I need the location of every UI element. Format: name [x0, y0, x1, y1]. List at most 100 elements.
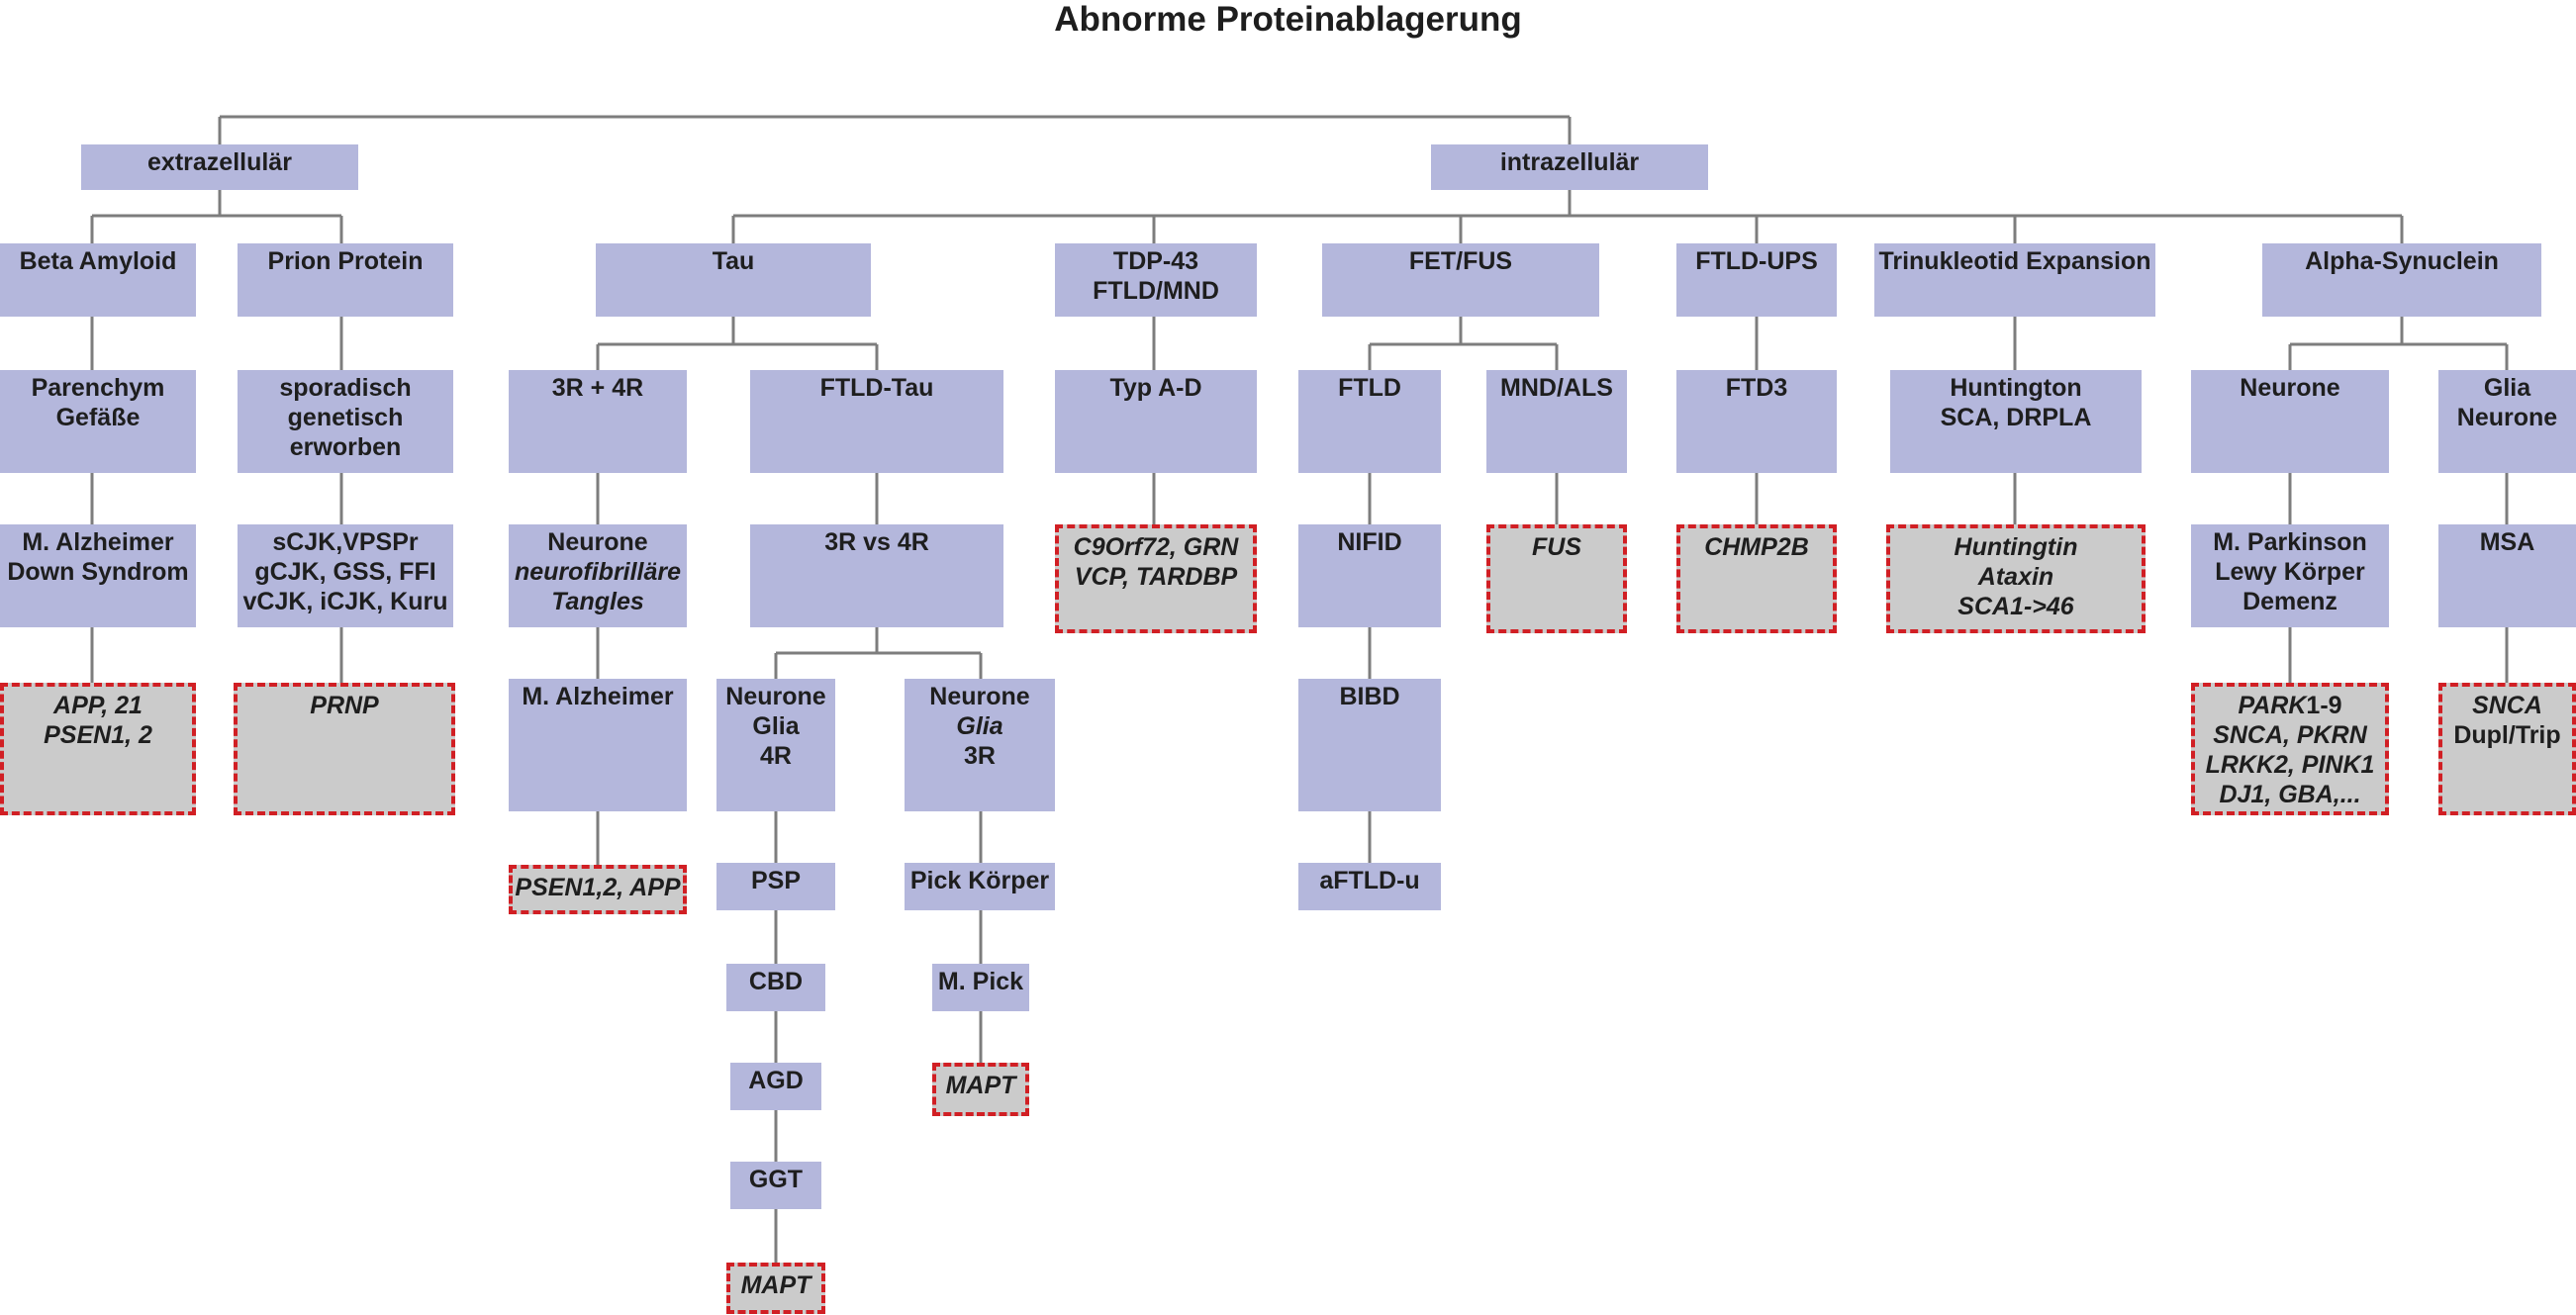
node-label-line: PARK1-9: [2195, 691, 2385, 720]
agd-node: AGD: [730, 1063, 821, 1110]
node-label-line: Down Syndrom: [0, 557, 196, 587]
node-label-text: FTLD-UPS: [1695, 247, 1818, 275]
node-label-text: vCJK, iCJK, Kuru: [242, 588, 448, 615]
node-label-line: MAPT: [730, 1270, 821, 1300]
node-label-line: CBD: [726, 967, 825, 996]
node-label-line: Neurone: [509, 527, 687, 557]
node-label-text: M. Alzheimer: [522, 683, 674, 710]
cbd-node: CBD: [726, 964, 825, 1011]
node-label-text: LRKK2, PINK1: [2205, 751, 2375, 779]
node-label-line: Neurone: [905, 682, 1055, 711]
node-label-line: Lewy Körper: [2191, 557, 2389, 587]
extrazellular-branch-lines: [90, 190, 343, 243]
node-label-text: neurofibrilläre: [514, 558, 682, 586]
alpha-synuclein-node: Alpha-Synuclein: [2262, 243, 2541, 317]
node-label-text: SNCA, PKRN: [2213, 721, 2367, 749]
node-label-text: extrazellulär: [147, 148, 292, 176]
node-label-text: Neurone: [929, 683, 1030, 710]
node-label-text: MSA: [2479, 528, 2535, 556]
node-label-line: M. Alzheimer: [509, 682, 687, 711]
node-label-line: 3R + 4R: [509, 373, 687, 403]
node-label-text: APP, 21: [53, 692, 143, 719]
node-label-line: Tangles: [509, 587, 687, 616]
node-label-line: NIFID: [1298, 527, 1441, 557]
node-label-text: SCA1->46: [1957, 593, 2074, 620]
node-label-line: Typ A-D: [1055, 373, 1257, 403]
node-label-line: 3R vs 4R: [750, 527, 1003, 557]
node-label-text: Dupl/Trip: [2453, 721, 2561, 749]
node-label-line: SNCA: [2442, 691, 2572, 720]
node-label-line: M. Parkinson: [2191, 527, 2389, 557]
node-label-line: LRKK2, PINK1: [2195, 750, 2385, 780]
node-label-text: Neurone: [547, 528, 648, 556]
m-alzheimer-node: M. Alzheimer: [509, 679, 687, 811]
diagram-title: Abnorme Proteinablagerung: [1054, 0, 1522, 39]
node-label-text: PRNP: [310, 692, 379, 719]
node-label-line: SNCA, PKRN: [2195, 720, 2385, 750]
pick-korper-node: Pick Körper: [905, 863, 1055, 910]
node-label-line: Demenz: [2191, 587, 2389, 616]
node-label-line: PSEN1, 2: [4, 720, 192, 750]
aftld-u-node: aFTLD-u: [1298, 863, 1441, 910]
node-label-line: SCA1->46: [1890, 592, 2142, 621]
ftd3-node: FTD3: [1676, 370, 1837, 473]
node-label-line: vCJK, iCJK, Kuru: [238, 587, 453, 616]
root-branch-lines: [218, 115, 1572, 144]
node-label-line: C9Orf72, GRN: [1059, 532, 1253, 562]
node-label-line: Trinukleotid Expansion: [1874, 246, 2155, 276]
node-label-line: FUS: [1490, 532, 1623, 562]
column-lines: [90, 317, 2509, 1263]
node-label-line: FTLD-UPS: [1676, 246, 1837, 276]
prion-protein-node: Prion Protein: [238, 243, 453, 317]
node-label-line: CHMP2B: [1680, 532, 1833, 562]
node-label-text: 4R: [760, 742, 792, 770]
node-label-text: TDP-43: [1112, 247, 1199, 275]
node-label-line: Tau: [596, 246, 871, 276]
node-label-line: BIBD: [1298, 682, 1441, 711]
msa-node: MSA: [2438, 524, 2576, 627]
node-label-line: FTD3: [1676, 373, 1837, 403]
ftld-tau-node: FTLD-Tau: [750, 370, 1003, 473]
node-label-line: Glia: [2438, 373, 2576, 403]
intrazellular-branch-lines: [731, 190, 2404, 243]
node-label-text: AGD: [748, 1067, 804, 1094]
node-label-line: Parenchym: [0, 373, 196, 403]
node-label-text: VCP, TARDBP: [1074, 563, 1238, 591]
node-label-text: Trinukleotid Expansion: [1878, 247, 2151, 275]
node-label-line: FTLD: [1298, 373, 1441, 403]
node-label-text: FTLD/MND: [1093, 277, 1219, 305]
node-label-line: DJ1, GBA,...: [2195, 780, 2385, 809]
node-label-text: Glia: [956, 712, 1003, 740]
node-label-line: Pick Körper: [905, 866, 1055, 895]
nifid-node: NIFID: [1298, 524, 1441, 627]
node-label-line: aFTLD-u: [1298, 866, 1441, 895]
node-label-text: CBD: [748, 968, 804, 995]
node-label-suffix: 1-9: [2306, 692, 2342, 719]
node-label-text: C9Orf72, GRN: [1073, 533, 1239, 561]
node-label-line: MAPT: [936, 1071, 1025, 1100]
node-label-text: 3R vs 4R: [824, 528, 929, 556]
node-label-text: SCA, DRPLA: [1940, 404, 2092, 431]
node-label-line: Dupl/Trip: [2442, 720, 2572, 750]
neurone-synuclein-node: Neurone: [2191, 370, 2389, 473]
extrazellular-node: extrazellulär: [81, 144, 358, 190]
node-label-text: aFTLD-u: [1319, 867, 1420, 894]
node-label-text: FTLD-Tau: [819, 374, 934, 402]
node-label-text: MAPT: [945, 1072, 1016, 1099]
node-label-line: sCJK,VPSPr: [238, 527, 453, 557]
node-label-line: Neurone: [2191, 373, 2389, 403]
node-label-line: GGT: [730, 1165, 821, 1194]
node-label-line: Beta Amyloid: [0, 246, 196, 276]
node-label-text: Beta Amyloid: [19, 247, 177, 275]
node-label-text: FTD3: [1725, 374, 1788, 402]
ftld-node: FTLD: [1298, 370, 1441, 473]
